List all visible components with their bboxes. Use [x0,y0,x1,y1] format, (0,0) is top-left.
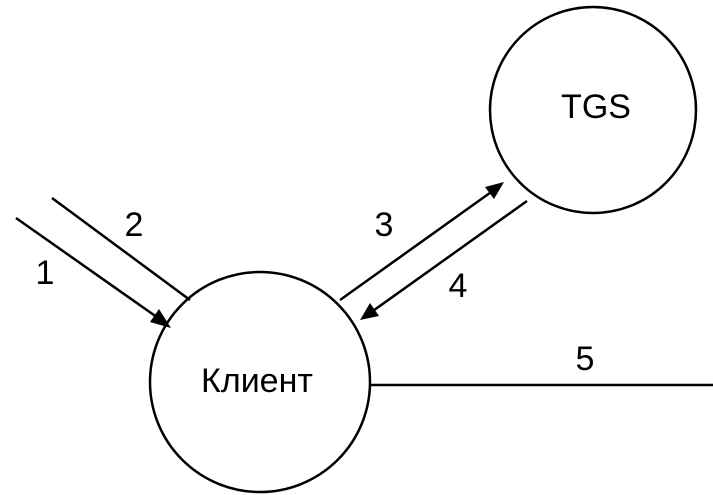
edge-2-label: 2 [125,206,144,244]
client-label: Клиент [201,362,313,400]
edge-1: 1 [15,216,171,328]
edge-4-line [369,199,528,315]
edge-3-line [339,188,495,302]
tgs-node: TGS [488,5,698,215]
edge-5-label: 5 [576,340,595,378]
edge-3: 3 [339,182,504,302]
tgs-circle [488,5,698,215]
edge-4: 4 [360,199,528,320]
client-circle [148,270,372,494]
edge-4-arrowhead [360,303,379,320]
edge-4-label: 4 [449,267,468,305]
edge-3-arrowhead [485,182,504,199]
edge-1-line [15,216,162,322]
edge-3-label: 3 [375,206,394,244]
tgs-label: TGS [561,88,631,126]
edge-2: 2 [51,196,191,302]
edge-1-arrowhead [150,309,171,328]
client-node: Клиент [148,270,372,494]
edge-1-label: 1 [36,254,55,292]
edge-5: 5 [370,340,713,387]
edge-2-line [51,196,191,302]
